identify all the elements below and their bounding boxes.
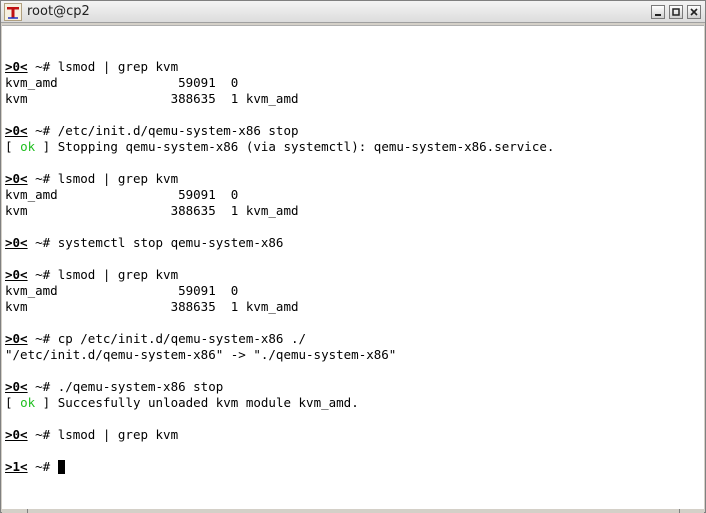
- prompt-exit-code: >0<: [5, 59, 28, 74]
- minimize-button[interactable]: [651, 5, 665, 19]
- terminal-output-line: kvm 388635 1 kvm_amd: [5, 203, 299, 218]
- status-message: Succesfully unloaded kvm module kvm_amd.: [50, 395, 359, 410]
- terminal-blank-line: [5, 315, 554, 331]
- terminal-app-icon[interactable]: [4, 3, 22, 21]
- terminal-status-line: [ ok ] Succesfully unloaded kvm module k…: [5, 395, 554, 411]
- terminal-command-line: >1< ~#: [5, 459, 554, 475]
- terminal-blank-line: [5, 219, 554, 235]
- command-text: lsmod | grep kvm: [57, 171, 179, 186]
- prompt-text: ~#: [27, 459, 58, 474]
- terminal-command-line: >0< ~# ./qemu-system-x86 stop: [5, 379, 554, 395]
- status-bracket-close: ]: [35, 139, 51, 154]
- terminal-blank-line: [5, 107, 554, 123]
- terminal-output-line: kvm_amd 59091 0: [5, 75, 239, 90]
- command-text: lsmod | grep kvm: [57, 267, 179, 282]
- command-text: ./qemu-system-x86 stop: [57, 379, 224, 394]
- prompt-exit-code: >0<: [5, 331, 28, 346]
- minimize-icon: [655, 14, 661, 16]
- terminal-blank-line: [5, 251, 554, 267]
- prompt-text: ~#: [27, 171, 58, 186]
- prompt-text: ~#: [27, 59, 58, 74]
- terminal-command-line: >0< ~# lsmod | grep kvm: [5, 267, 554, 283]
- terminal-command-line: >0< ~# lsmod | grep kvm: [5, 171, 554, 187]
- terminal-blank-line: [5, 443, 554, 459]
- command-text: /etc/init.d/qemu-system-x86 stop: [57, 123, 299, 138]
- maximize-button[interactable]: [669, 5, 683, 19]
- bottom-frame: [2, 509, 704, 513]
- prompt-exit-code: >0<: [5, 427, 28, 442]
- prompt-text: ~#: [27, 427, 58, 442]
- prompt-exit-code: >0<: [5, 267, 28, 282]
- status-bracket-open: [: [5, 139, 21, 154]
- terminal-output-line: kvm_amd 59091 0: [5, 283, 239, 298]
- terminal-output-line: kvm_amd 59091 0: [5, 187, 239, 202]
- prompt-exit-code: >0<: [5, 171, 28, 186]
- prompt-exit-code: >1<: [5, 459, 28, 474]
- terminal-command-line: >0< ~# /etc/init.d/qemu-system-x86 stop: [5, 123, 554, 139]
- prompt-text: ~#: [27, 235, 58, 250]
- close-icon: [690, 8, 698, 16]
- prompt-text: ~#: [27, 267, 58, 282]
- status-message: Stopping qemu-system-x86 (via systemctl)…: [50, 139, 555, 154]
- terminal-blank-line: [5, 43, 554, 59]
- terminal-command-line: >0< ~# lsmod | grep kvm: [5, 427, 554, 443]
- terminal-output-line: kvm 388635 1 kvm_amd: [5, 299, 299, 314]
- prompt-text: ~#: [27, 379, 58, 394]
- prompt-text: ~#: [27, 331, 58, 346]
- terminal-output-line: kvm 388635 1 kvm_amd: [5, 91, 299, 106]
- command-text: systemctl stop qemu-system-x86: [57, 235, 284, 250]
- terminal-status-line: [ ok ] Stopping qemu-system-x86 (via sys…: [5, 139, 554, 155]
- window-title: root@cp2: [27, 4, 90, 19]
- command-text: lsmod | grep kvm: [57, 59, 179, 74]
- frame-divider: [679, 509, 680, 513]
- status-ok-badge: ok: [20, 395, 36, 410]
- close-button[interactable]: [687, 5, 701, 19]
- frame-divider: [27, 509, 28, 513]
- terminal-blank-line: [5, 155, 554, 171]
- maximize-icon: [672, 8, 680, 16]
- prompt-exit-code: >0<: [5, 123, 28, 138]
- terminal-blank-line: [5, 411, 554, 427]
- prompt-exit-code: >0<: [5, 379, 28, 394]
- terminal-blank-line: [5, 363, 554, 379]
- terminal-command-line: >0< ~# systemctl stop qemu-system-x86: [5, 235, 554, 251]
- status-bracket-close: ]: [35, 395, 51, 410]
- command-text: lsmod | grep kvm: [57, 427, 179, 442]
- status-ok-badge: ok: [20, 139, 36, 154]
- status-bracket-open: [: [5, 395, 21, 410]
- terminal-command-line: >0< ~# lsmod | grep kvm: [5, 59, 554, 75]
- text-cursor: [57, 460, 65, 474]
- terminal-command-line: >0< ~# cp /etc/init.d/qemu-system-x86 ./: [5, 331, 554, 347]
- title-bar[interactable]: root@cp2: [1, 1, 705, 23]
- terminal-output-line: "/etc/init.d/qemu-system-x86" -> "./qemu…: [5, 347, 397, 362]
- command-text: cp /etc/init.d/qemu-system-x86 ./: [57, 331, 307, 346]
- prompt-text: ~#: [27, 123, 58, 138]
- prompt-exit-code: >0<: [5, 235, 28, 250]
